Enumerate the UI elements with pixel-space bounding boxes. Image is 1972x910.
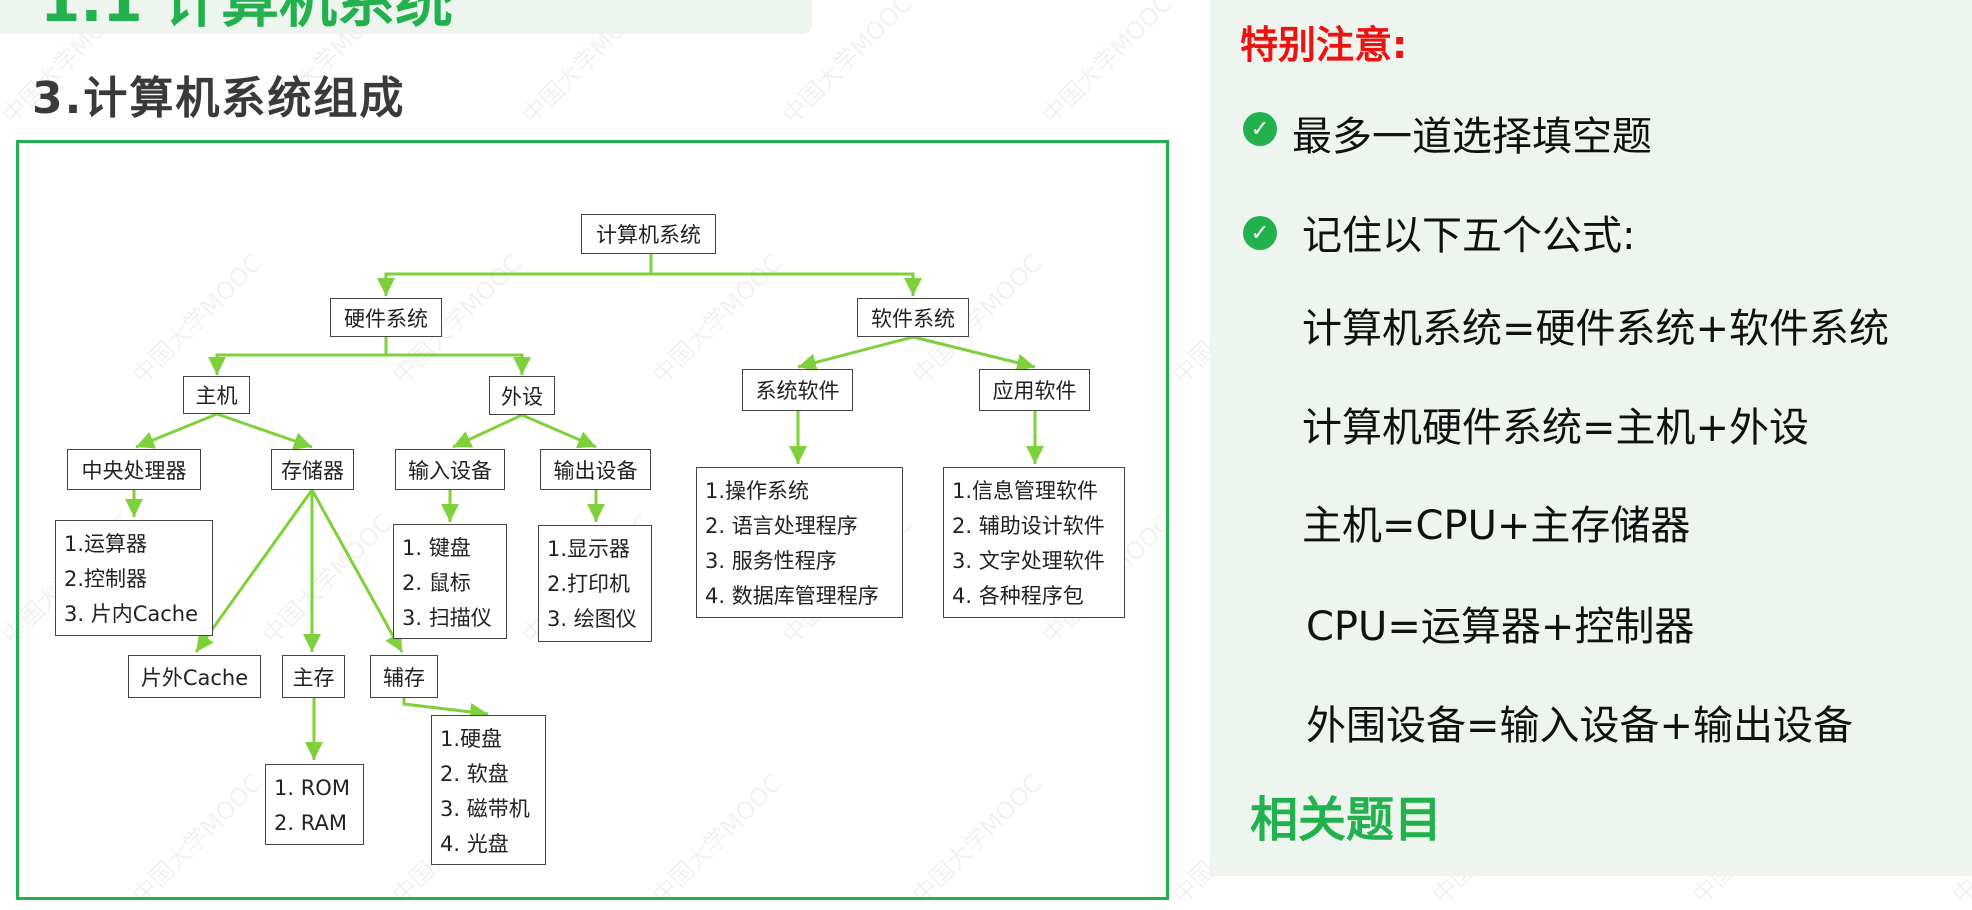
list-item: 2. 辅助设计软件 (952, 514, 1105, 538)
bullet-text: 记住以下五个公式: (1302, 213, 1636, 259)
check-icon: ✓ (1243, 112, 1277, 146)
node-peripheral: 外设 (489, 376, 555, 415)
node-system-software: 系统软件 (742, 369, 853, 411)
list-app-software: 1.信息管理软件 2. 辅助设计软件 3. 文字处理软件 4. 各种程序包 (943, 467, 1125, 618)
list-item: 2. 鼠标 (402, 571, 471, 595)
list-aux-memory: 1.硬盘 2. 软盘 3. 磁带机 4. 光盘 (431, 715, 546, 865)
list-item: 2.控制器 (64, 567, 148, 591)
node-output-device: 输出设备 (540, 449, 651, 490)
check-icon: ✓ (1243, 216, 1277, 250)
node-app-software: 应用软件 (979, 369, 1090, 411)
list-output-devices: 1.显示器 2.打印机 3. 绘图仪 (538, 525, 652, 642)
node-host: 主机 (183, 376, 250, 414)
list-item: 1.信息管理软件 (952, 479, 1099, 503)
list-item: 1.显示器 (547, 537, 631, 561)
bullet-text: 最多一道选择填空题 (1292, 114, 1652, 160)
title-banner (0, 0, 812, 34)
list-input-devices: 1. 键盘 2. 鼠标 3. 扫描仪 (393, 524, 507, 639)
edge-host-memory (216, 412, 313, 450)
list-item: 1.操作系统 (705, 479, 810, 503)
node-memory: 存储器 (271, 449, 354, 490)
list-item: 3. 扫描仪 (402, 606, 492, 630)
edge-root-hardware (377, 254, 653, 296)
connector-lines (125, 254, 1044, 760)
notes-title: 特别注意: (1240, 23, 1408, 67)
formula-line: 外围设备=输入设备+输出设备 (1306, 703, 1854, 749)
edge-hardware-peripheral (386, 353, 531, 375)
list-item: 1.硬盘 (440, 727, 503, 751)
node-aux-memory: 辅存 (370, 655, 438, 698)
edge-hardware-host (208, 337, 388, 375)
edge-memory-external-cache (194, 489, 314, 653)
list-system-software: 1.操作系统 2. 语言处理程序 3. 服务性程序 4. 数据库管理程序 (696, 467, 903, 618)
list-item: 3. 文字处理软件 (952, 549, 1105, 573)
node-input-device: 输入设备 (395, 449, 505, 490)
list-item: 4. 数据库管理程序 (705, 584, 879, 608)
node-software-system: 软件系统 (857, 298, 969, 337)
page-title: 1.1 计算机系统 (40, 0, 453, 35)
list-item: 3. 片内Cache (64, 602, 199, 626)
notes-panel (1210, 0, 1972, 876)
list-item: 1.运算器 (64, 532, 148, 556)
edge-software-app (912, 335, 1036, 372)
edge-host-cpu (135, 412, 218, 449)
formula-line: CPU=运算器+控制器 (1306, 604, 1695, 650)
list-item: 3. 服务性程序 (705, 549, 837, 573)
list-item: 2. RAM (274, 811, 347, 835)
edge-root-software (651, 272, 922, 296)
list-item: 4. 光盘 (440, 832, 509, 856)
list-item: 1. 键盘 (402, 536, 471, 560)
edge-memory-aux (310, 489, 404, 653)
edge-peripheral-input (452, 413, 523, 449)
list-item: 1. ROM (274, 776, 350, 800)
list-cpu-components: 1.运算器 2.控制器 3. 片内Cache (55, 520, 213, 636)
formula-line: 计算机硬件系统=主机+外设 (1302, 405, 1810, 451)
list-item: 2.打印机 (547, 572, 631, 596)
section-title: 3.计算机系统组成 (32, 73, 406, 124)
edge-aux-list (402, 698, 489, 721)
formula-line: 主机=CPU+主存储器 (1302, 503, 1691, 549)
node-external-cache: 片外Cache (128, 655, 261, 698)
edge-peripheral-output (521, 413, 597, 449)
related-questions-heading: 相关题目 (1250, 792, 1443, 848)
node-cpu: 中央处理器 (67, 449, 201, 490)
list-main-memory: 1. ROM 2. RAM (265, 764, 364, 845)
list-item: 4. 各种程序包 (952, 584, 1084, 608)
node-main-memory: 主存 (282, 655, 345, 698)
list-item: 3. 绘图仪 (547, 607, 637, 631)
edge-software-system (797, 335, 914, 372)
node-computer-system: 计算机系统 (581, 214, 716, 254)
list-item: 2. 语言处理程序 (705, 514, 858, 538)
list-item: 2. 软盘 (440, 762, 509, 786)
list-item: 3. 磁带机 (440, 797, 530, 821)
node-hardware-system: 硬件系统 (330, 298, 442, 337)
formula-line: 计算机系统=硬件系统+软件系统 (1302, 306, 1890, 352)
